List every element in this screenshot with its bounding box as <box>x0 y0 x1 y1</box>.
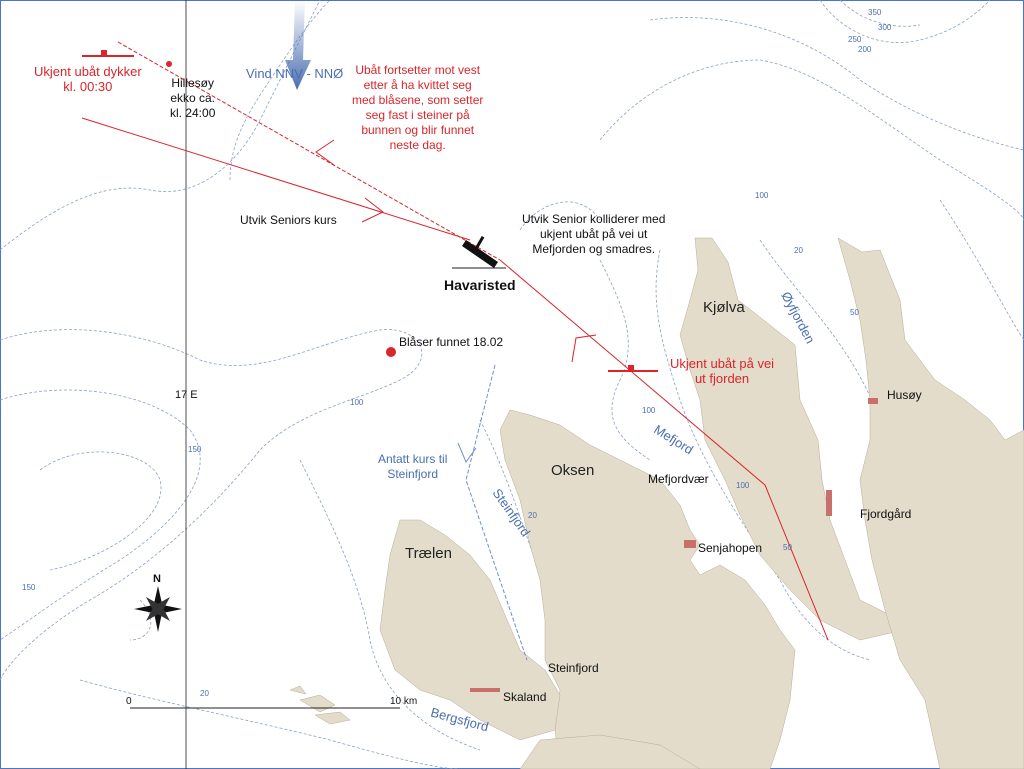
depth-label: 350 <box>868 8 882 17</box>
line: kl. 00:30 <box>63 79 113 94</box>
place-skaland: Skaland <box>503 690 547 704</box>
land-traelen <box>379 519 561 741</box>
settlement-patches <box>470 398 878 692</box>
depth-label: 300 <box>878 23 892 32</box>
line: seg fast i steiner på <box>365 108 470 122</box>
wreck-site-label: Havaristed <box>444 277 516 293</box>
submarine-track-inner <box>764 484 829 641</box>
course-arrow-icon <box>361 197 384 223</box>
land-oksen <box>499 409 796 769</box>
land-south <box>519 734 701 769</box>
line: Mefjorden og smadres. <box>532 242 656 256</box>
utvik-senior-course <box>81 117 471 241</box>
bladders-found-marker <box>386 347 396 357</box>
place-kjolva: Kjølva <box>703 299 745 316</box>
sub-dives-label: Ukjent ubåt dykker kl. 00:30 <box>34 64 142 94</box>
line: Utvik Senior kolliderer med <box>522 212 666 226</box>
depth-label: 100 <box>350 398 364 407</box>
submarine-icon <box>82 50 134 57</box>
assumed-course-arrow-icon <box>457 442 477 464</box>
north-label: N <box>153 573 161 585</box>
sub-arrow-icon <box>315 139 335 166</box>
hillesoy-echo-marker <box>166 61 172 67</box>
scale-end-label: 10 km <box>390 696 418 707</box>
place-fjordgard: Fjordgård <box>860 507 912 521</box>
place-senjahopen: Senjahopen <box>698 541 763 555</box>
depth-label: 100 <box>642 406 656 415</box>
line: Ukjent ubåt på vei <box>670 356 775 371</box>
depth-label: 100 <box>755 191 769 200</box>
depth-label: 50 <box>850 308 859 317</box>
place-traelen: Trælen <box>405 545 452 562</box>
line: kl. 24:00 <box>170 106 216 120</box>
bladders-found-label: Blåser funnet 18.02 <box>399 335 504 349</box>
place-husoy: Husøy <box>887 388 922 402</box>
line: etter å ha kvittet seg <box>363 78 472 92</box>
wind-label: Vind NNV - NNØ <box>246 66 344 81</box>
line: ut fjorden <box>694 371 750 386</box>
hillesoy-label: Hillesøy ekko ca. kl. 24:00 <box>170 76 215 121</box>
line: neste dag. <box>389 138 446 152</box>
line: Ubåt fortsetter mot vest <box>355 63 481 77</box>
line: ekko ca. <box>170 91 216 105</box>
depth-label: 20 <box>528 511 537 520</box>
islands <box>289 685 351 725</box>
line: bunnen og blir funnet <box>361 123 475 137</box>
depth-label: 150 <box>188 445 202 454</box>
depth-label: 50 <box>783 543 792 552</box>
collision-label: Utvik Senior kolliderer med ukjent ubåt … <box>522 212 665 257</box>
submarine-track-fjord <box>499 259 766 486</box>
depth-label: 200 <box>858 45 872 54</box>
sub-continues-label: Ubåt fortsetter mot vest etter å ha kvit… <box>352 63 483 153</box>
line: Hillesøy <box>171 76 215 90</box>
depth-label: 20 <box>200 689 209 698</box>
meridian-label: 17 E <box>175 389 198 401</box>
land-east <box>837 237 1024 769</box>
scale-start-label: 0 <box>126 696 132 707</box>
line: ukjent ubåt på vei ut <box>539 227 648 241</box>
wreck-ship-icon <box>452 235 506 269</box>
place-oksen: Oksen <box>551 462 595 479</box>
place-mefjordvaer: Mefjordvær <box>648 472 709 486</box>
wind-arrow-icon <box>285 0 311 90</box>
sub-leaving-label: Ukjent ubåt på vei ut fjorden <box>670 356 774 386</box>
submarine-track-west <box>117 41 501 261</box>
line: Steinfjord <box>387 467 439 481</box>
sub-arrow-icon-2 <box>571 334 597 363</box>
line: med blåsene, som setter <box>352 93 484 107</box>
depth-label: 20 <box>794 246 803 255</box>
assumed-course-label: Antatt kurs til Steinfjord <box>378 452 447 482</box>
assumed-course-line <box>465 364 528 661</box>
land-areas <box>289 237 1024 769</box>
north-compass-icon <box>134 586 182 632</box>
depth-label: 150 <box>22 583 36 592</box>
depth-label: 250 <box>848 35 862 44</box>
line: Antatt kurs til <box>378 452 448 466</box>
submarine-icon-2 <box>608 365 658 372</box>
line: Ukjent ubåt dykker <box>34 64 142 79</box>
place-steinfjord: Steinfjord <box>548 661 599 675</box>
depth-label: 100 <box>736 481 750 490</box>
course-label: Utvik Seniors kurs <box>240 213 337 227</box>
